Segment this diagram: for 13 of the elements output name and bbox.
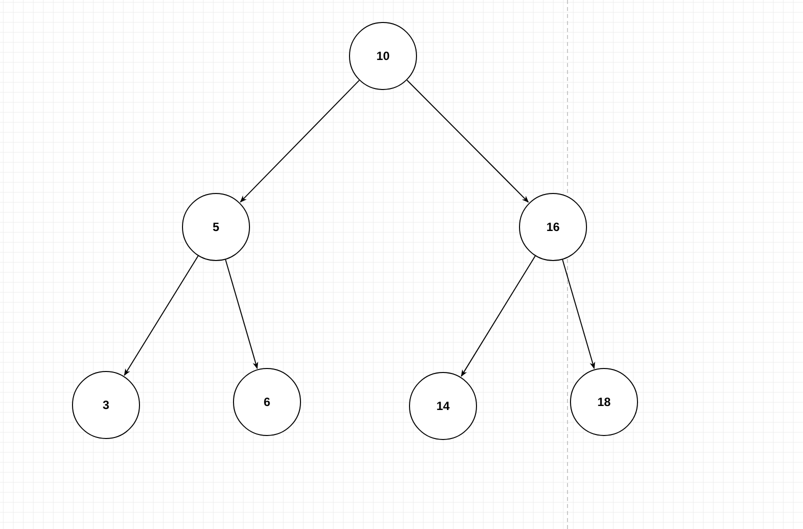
arrow [225,259,258,370]
arrow [240,80,360,202]
node-value: 3 [102,397,110,414]
node-value: 10 [376,48,390,65]
arrow [562,259,596,370]
node-value: 14 [436,398,450,415]
node-value: 18 [597,394,611,411]
node-value: 5 [212,219,220,236]
node-value: 6 [264,394,270,411]
arrow [406,80,529,203]
arrow [124,255,199,376]
arrow [460,255,536,377]
node-value: 16 [546,219,560,236]
